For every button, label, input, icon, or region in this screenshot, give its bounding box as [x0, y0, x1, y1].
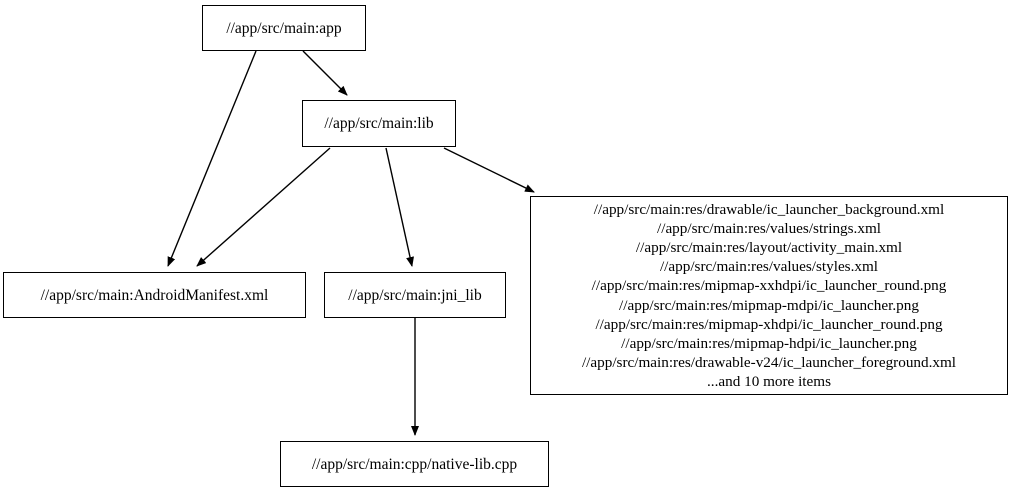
edge-app-to-manifest [167, 50, 257, 267]
graph-node-androidmanifest[interactable]: //app/src/main:AndroidManifest.xml [3, 272, 306, 318]
graph-node-lib-label: //app/src/main:lib [324, 115, 434, 132]
graph-node-jni-lib-label: //app/src/main:jni_lib [348, 286, 482, 304]
edge-lib-to-jni-lib [385, 147, 414, 267]
graph-node-app-label: //app/src/main:app [226, 19, 342, 37]
graph-node-androidmanifest-label: //app/src/main:AndroidManifest.xml [40, 286, 269, 304]
edge-app-to-lib [302, 50, 348, 96]
graph-node-res-group-label: //app/src/main:res/drawable/ic_launcher_… [581, 201, 957, 390]
graph-node-res-group[interactable]: //app/src/main:res/drawable/ic_launcher_… [530, 196, 1008, 395]
edge-lib-to-res-group [443, 147, 535, 193]
graph-node-native-lib-cpp-label: //app/src/main:cpp/native-lib.cpp [311, 455, 518, 473]
graph-node-app[interactable]: //app/src/main:app [202, 5, 366, 51]
graph-node-lib[interactable]: //app/src/main:lib [302, 100, 456, 147]
graph-node-native-lib-cpp[interactable]: //app/src/main:cpp/native-lib.cpp [280, 441, 549, 487]
edge-lib-to-manifest [196, 147, 331, 267]
graph-node-jni-lib[interactable]: //app/src/main:jni_lib [324, 272, 506, 318]
